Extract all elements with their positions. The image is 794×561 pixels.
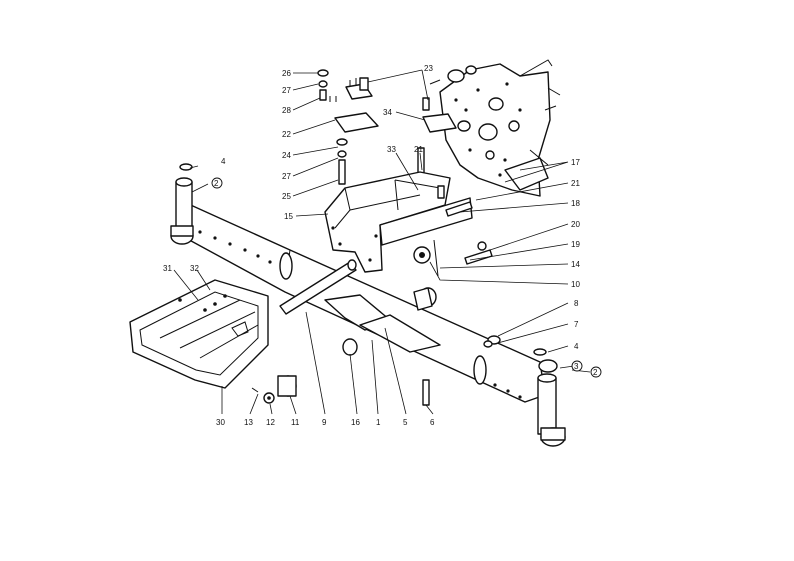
callout-19: 19 — [571, 240, 580, 249]
pivot-block — [324, 287, 441, 356]
callout-4: 4 — [221, 157, 226, 166]
callout-20: 20 — [571, 220, 580, 229]
callout-32: 32 — [190, 264, 199, 273]
callout-27: 27 — [282, 86, 291, 95]
callout-28: 28 — [282, 106, 291, 115]
callout-4-right: 4 — [574, 342, 579, 351]
callout-15: 15 — [284, 212, 293, 221]
lower-hardware — [251, 335, 501, 406]
callout-21: 21 — [414, 145, 423, 154]
callout-21-right: 21 — [571, 179, 580, 188]
circled-markers — [211, 177, 602, 378]
callout-1: 1 — [376, 418, 381, 427]
callout-labels: 26 27 28 22 24 27 25 23 34 33 21 17 21 1… — [163, 64, 598, 427]
callout-8: 8 — [574, 299, 579, 308]
front-bumper-frame — [129, 279, 269, 389]
callout-22: 22 — [282, 130, 291, 139]
right-stub-axle — [533, 348, 566, 447]
callout-24: 24 — [282, 151, 291, 160]
callout-9: 9 — [322, 418, 327, 427]
callout-10: 10 — [571, 280, 580, 289]
pivot-shaft — [279, 259, 357, 315]
callout-25: 25 — [282, 192, 291, 201]
callout-17: 17 — [571, 158, 580, 167]
callout-12: 12 — [266, 418, 275, 427]
upper-mount-plates — [317, 69, 457, 187]
callout-2: 2 — [214, 179, 219, 188]
callout-5: 5 — [403, 418, 408, 427]
callout-18: 18 — [571, 199, 580, 208]
left-stub-axle — [170, 163, 194, 245]
callout-16: 16 — [351, 418, 360, 427]
callout-31: 31 — [163, 264, 172, 273]
callout-23: 23 — [424, 64, 433, 73]
callout-26: 26 — [282, 69, 291, 78]
leader-lines — [173, 69, 591, 415]
callout-3: 3 — [574, 362, 579, 371]
center-bracket — [324, 171, 473, 273]
callout-33: 33 — [387, 145, 396, 154]
callout-7: 7 — [574, 320, 579, 329]
callout-34: 34 — [383, 108, 392, 117]
callout-13: 13 — [244, 418, 253, 427]
callout-30: 30 — [216, 418, 225, 427]
right-hardware — [413, 185, 493, 277]
engine-housing — [439, 59, 561, 197]
callout-27-lower: 27 — [282, 172, 291, 181]
callout-11: 11 — [291, 418, 300, 427]
callout-14: 14 — [571, 260, 580, 269]
callout-2-right: 2 — [593, 368, 598, 377]
callout-6: 6 — [430, 418, 435, 427]
